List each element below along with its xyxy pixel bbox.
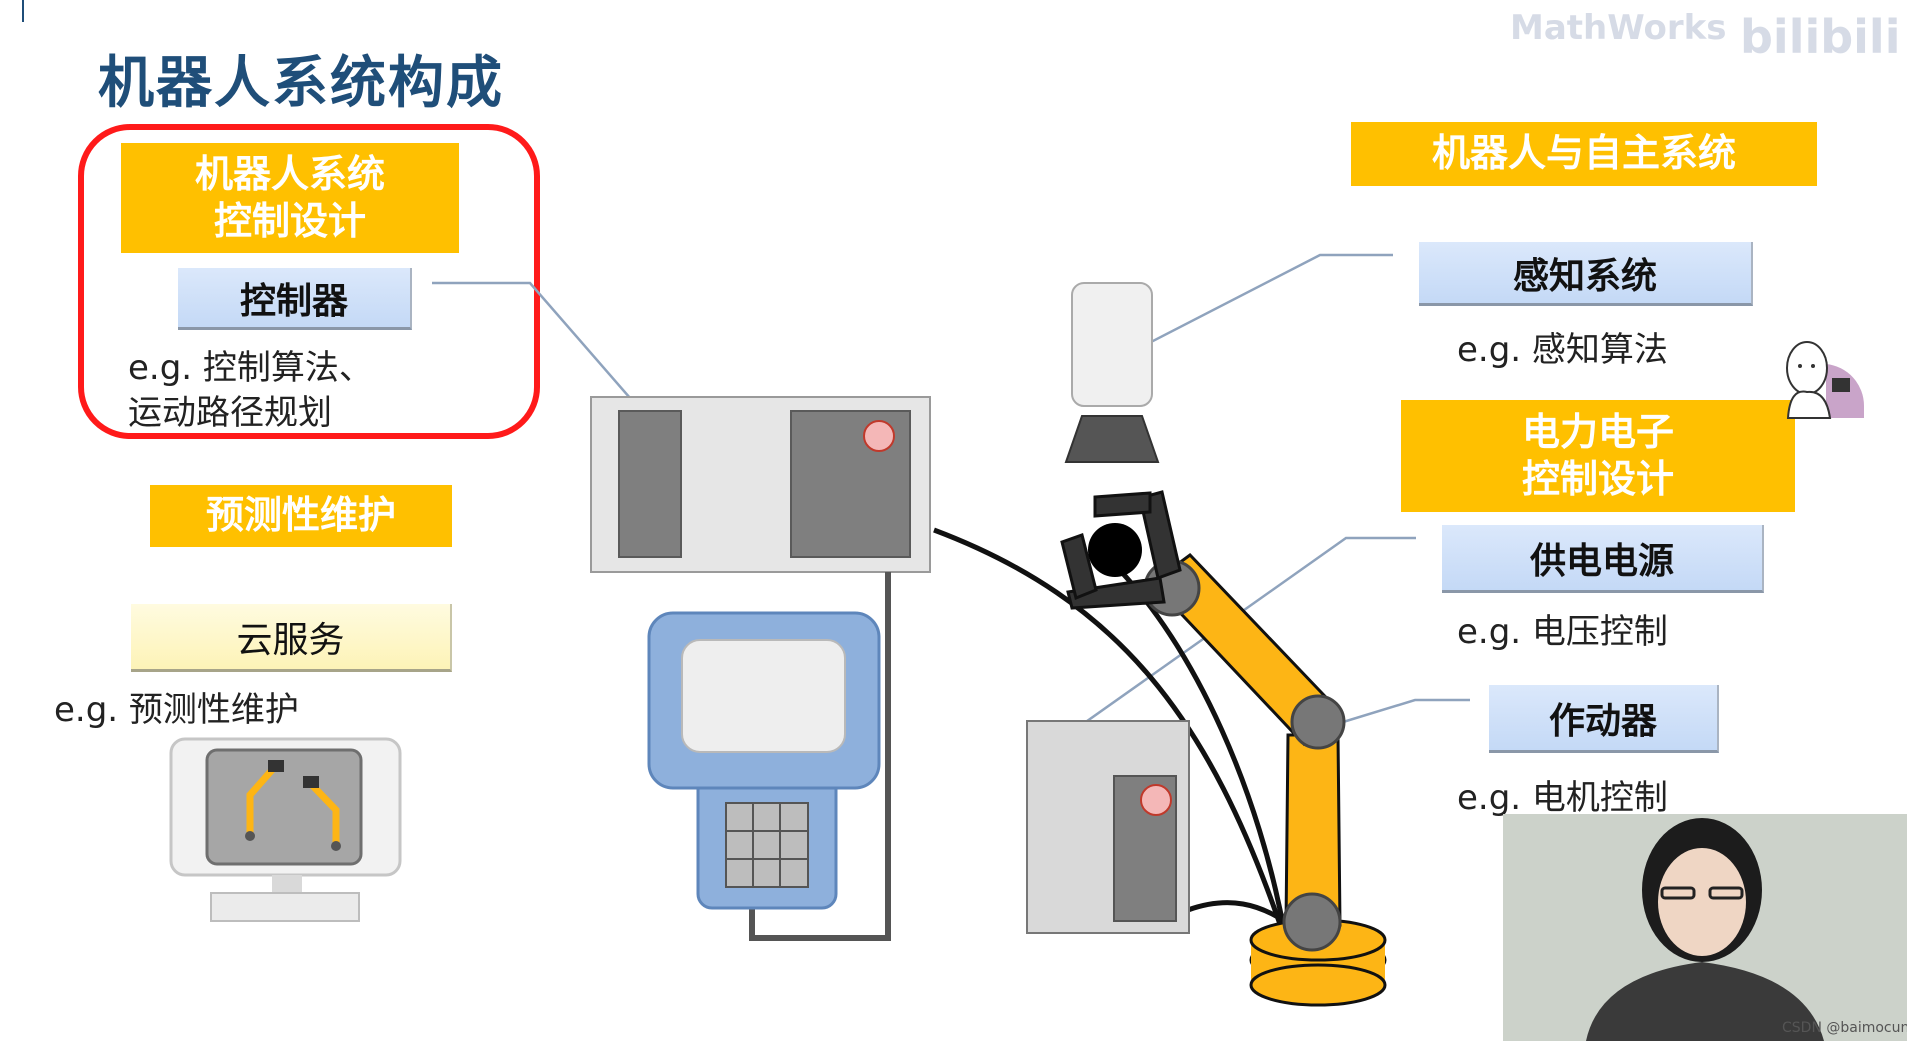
controller-example-line2: 运动路径规划 [128, 393, 332, 433]
power-electronics-design-box: 电力电子 控制设计 [1401, 400, 1795, 512]
top-accent-bar [22, 0, 24, 22]
perception-box: 感知系统 [1419, 242, 1753, 306]
power-example: e.g. 电压控制 [1457, 612, 1668, 652]
csdn-credit: CSDN @baimocun [1782, 1020, 1907, 1036]
callout-lines [432, 253, 1470, 762]
cloud-example: e.g. 预测性维护 [54, 690, 299, 730]
power-callout-line [1031, 536, 1416, 762]
actuator-callout-line [1329, 698, 1470, 728]
mascot-icon [1786, 341, 1865, 419]
highlight-frame [78, 124, 540, 439]
controller-box: 控制器 [178, 268, 412, 330]
perception-callout-line [1119, 253, 1393, 360]
control-cabinet-icon [590, 396, 931, 573]
autonomous-systems-box: 机器人与自主系统 [1351, 122, 1817, 186]
monitor-icon [169, 737, 402, 922]
actuator-example: e.g. 电机控制 [1457, 778, 1668, 818]
predictive-maintenance-box: 预测性维护 [150, 485, 452, 547]
power-cabinet-icon [1026, 720, 1190, 934]
controller-cable [933, 527, 1285, 931]
controller-callout-line [432, 281, 631, 399]
camera-icon [1064, 282, 1160, 463]
slide-title: 机器人系统构成 [98, 51, 504, 116]
perception-example: e.g. 感知算法 [1457, 330, 1668, 370]
power-cable [1187, 900, 1288, 925]
bilibili-watermark: bilibili [1740, 10, 1901, 64]
teach-pendant-icon [647, 611, 881, 910]
mathworks-watermark: MathWorks [1510, 8, 1727, 48]
power-supply-box: 供电电源 [1442, 525, 1764, 593]
controller-example-line1: e.g. 控制算法、 [128, 348, 373, 388]
presenter-video [1503, 814, 1907, 1041]
cloud-service-box: 云服务 [131, 604, 452, 672]
robot-arm-icon [1060, 490, 1387, 1007]
actuator-box: 作动器 [1489, 685, 1719, 753]
robot-control-design-box: 机器人系统 控制设计 [121, 143, 459, 253]
